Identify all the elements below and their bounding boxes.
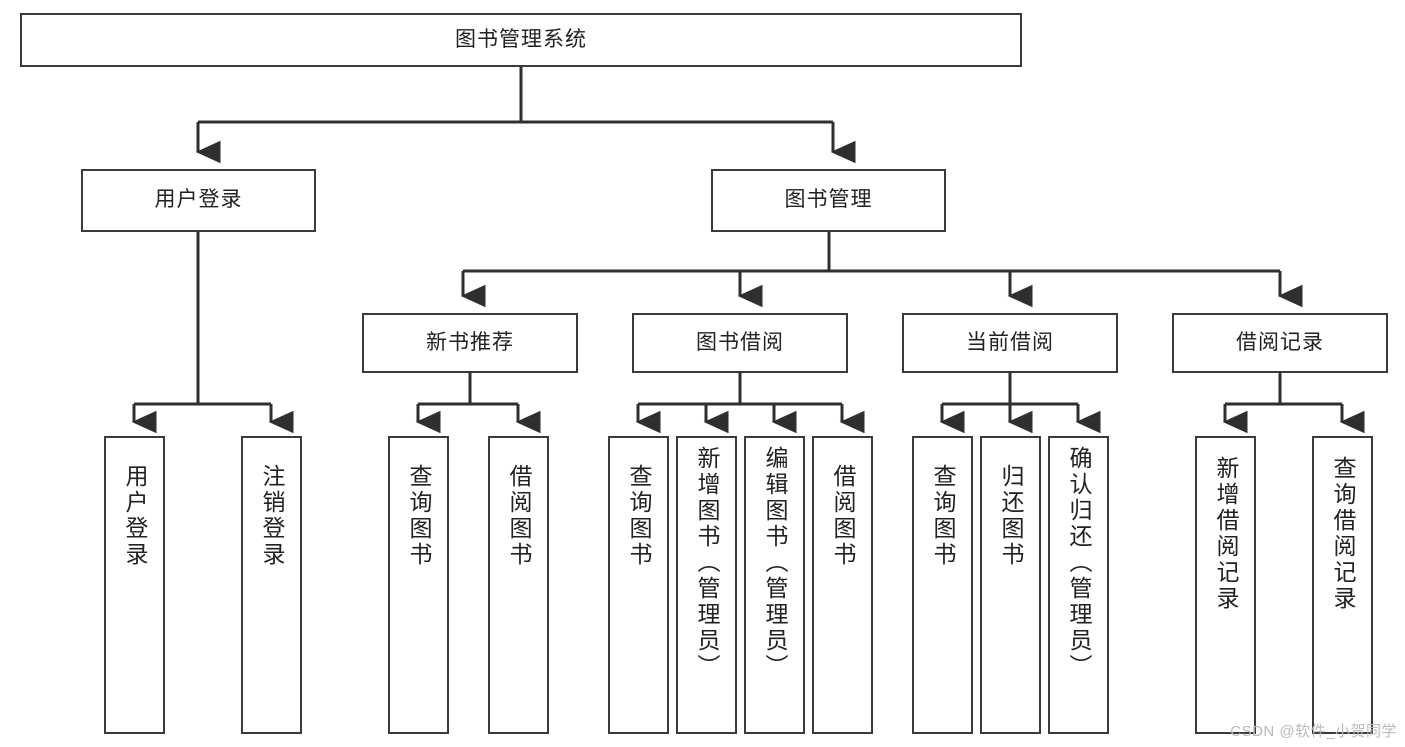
node-current-borrow-label: 当前借阅 <box>966 330 1054 354</box>
leaf-confirm-return-admin-label: 确认归还（管理员） <box>1066 446 1092 680</box>
node-root[interactable]: 图书管理系统 <box>20 13 1022 67</box>
leaf-logout-label: 注销登录 <box>259 464 285 568</box>
leaf-return-book-label: 归还图书 <box>998 464 1024 568</box>
leaf-query-borrow-record-label: 查询借阅记录 <box>1330 456 1356 612</box>
node-book-borrow-label: 图书借阅 <box>696 330 784 354</box>
node-new-book-recommend[interactable]: 新书推荐 <box>362 313 578 373</box>
leaf-query-book-current[interactable]: 查询图书 <box>912 436 973 734</box>
leaf-query-book-recommend[interactable]: 查询图书 <box>388 436 449 734</box>
leaf-user-login[interactable]: 用户登录 <box>104 436 165 734</box>
leaf-user-login-label: 用户登录 <box>122 464 148 568</box>
leaf-query-book-recommend-label: 查询图书 <box>406 464 432 568</box>
leaf-query-book-label: 查询图书 <box>626 464 652 568</box>
node-user-login-label: 用户登录 <box>154 188 243 212</box>
node-new-book-recommend-label: 新书推荐 <box>426 330 514 354</box>
leaf-borrow-book-recommend[interactable]: 借阅图书 <box>488 436 549 734</box>
node-root-label: 图书管理系统 <box>455 27 587 51</box>
leaf-confirm-return-admin[interactable]: 确认归还（管理员） <box>1048 436 1109 734</box>
leaf-borrow-book-recommend-label: 借阅图书 <box>506 464 532 568</box>
leaf-query-book[interactable]: 查询图书 <box>608 436 669 734</box>
node-borrow-record[interactable]: 借阅记录 <box>1172 313 1388 373</box>
node-book-borrow[interactable]: 图书借阅 <box>632 313 848 373</box>
leaf-query-borrow-record[interactable]: 查询借阅记录 <box>1312 436 1373 734</box>
leaf-borrow-book[interactable]: 借阅图书 <box>812 436 873 734</box>
leaf-borrow-book-label: 借阅图书 <box>830 464 856 568</box>
leaf-add-book-admin-label: 新增图书（管理员） <box>694 446 720 680</box>
node-book-management-label: 图书管理 <box>784 188 873 212</box>
leaf-query-book-current-label: 查询图书 <box>930 464 956 568</box>
node-current-borrow[interactable]: 当前借阅 <box>902 313 1118 373</box>
leaf-add-borrow-record-label: 新增借阅记录 <box>1213 456 1239 612</box>
leaf-return-book[interactable]: 归还图书 <box>980 436 1041 734</box>
node-book-management[interactable]: 图书管理 <box>711 169 946 232</box>
leaf-edit-book-admin-label: 编辑图书（管理员） <box>762 446 788 680</box>
leaf-add-book-admin[interactable]: 新增图书（管理员） <box>676 436 737 734</box>
node-user-login[interactable]: 用户登录 <box>81 169 316 232</box>
node-borrow-record-label: 借阅记录 <box>1236 330 1324 354</box>
leaf-add-borrow-record[interactable]: 新增借阅记录 <box>1195 436 1256 734</box>
leaf-edit-book-admin[interactable]: 编辑图书（管理员） <box>744 436 805 734</box>
leaf-logout[interactable]: 注销登录 <box>241 436 302 734</box>
